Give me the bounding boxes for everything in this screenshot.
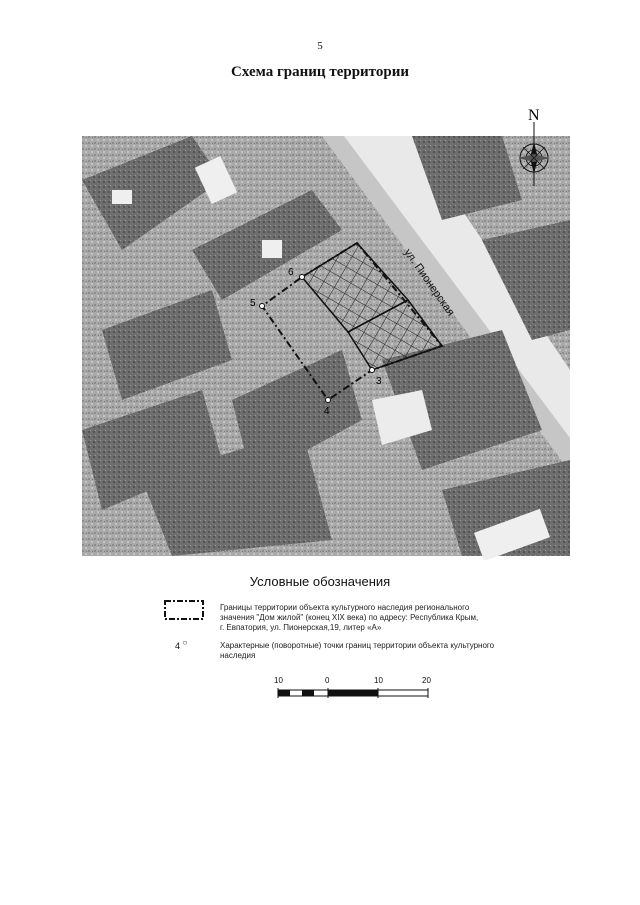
scale-label: 0 (325, 676, 330, 685)
building (82, 136, 222, 250)
building (412, 136, 522, 220)
legend-boundary-line: Границы территории объекта культурного н… (220, 603, 470, 612)
building (142, 430, 332, 556)
scale-bar: 10 0 10 20 (270, 676, 440, 706)
compass-rose-icon (518, 122, 550, 186)
scale-bar-graphic (277, 688, 429, 698)
point-label-5: 5 (250, 298, 256, 309)
point-label-6: 6 (288, 267, 294, 278)
courtyard (194, 155, 238, 205)
legend-point-symbol: 4 ○ (175, 638, 187, 651)
point-circle-icon: ○ (182, 638, 188, 647)
legend-boundary-line: значения "Дом жилой" (конец XIX века) по… (220, 613, 479, 622)
legend-point-line: наследия (220, 651, 256, 660)
building (82, 390, 222, 510)
building (102, 290, 232, 400)
legend-point-label: 4 (175, 641, 181, 651)
page-number: 5 (317, 40, 323, 52)
map-top-strip (232, 100, 570, 136)
legend-boundary-symbol (164, 600, 204, 620)
scale-label: 10 (374, 676, 383, 685)
boundary-point (299, 274, 305, 280)
legend-point-line: Характерные (поворотные) точки границ те… (220, 641, 495, 650)
territory-map: 6 3 4 5 ул. Пионерская N (82, 100, 570, 560)
north-label: N (528, 107, 540, 124)
courtyard (112, 190, 132, 204)
page-title: Схема границ территории (231, 64, 409, 80)
scale-label: 10 (274, 676, 283, 685)
boundary-point (325, 397, 331, 403)
building (482, 220, 570, 340)
point-label-3: 3 (376, 376, 382, 387)
point-label-4: 4 (324, 406, 330, 417)
boundary-point (259, 303, 265, 309)
legend-boundary-text: Границы территории объекта культурного н… (220, 603, 478, 633)
courtyard (262, 240, 282, 258)
scale-label: 20 (422, 676, 431, 685)
courtyard (372, 390, 432, 445)
legend-title: Условные обозначения (249, 574, 391, 589)
boundary-point (369, 367, 375, 373)
legend-boundary-line: г. Евпатория, ул. Пионерская,19, литер «… (220, 623, 382, 632)
legend-point-text: Характерные (поворотные) точки границ те… (220, 641, 494, 661)
courtyard (473, 508, 551, 560)
building (382, 330, 542, 470)
